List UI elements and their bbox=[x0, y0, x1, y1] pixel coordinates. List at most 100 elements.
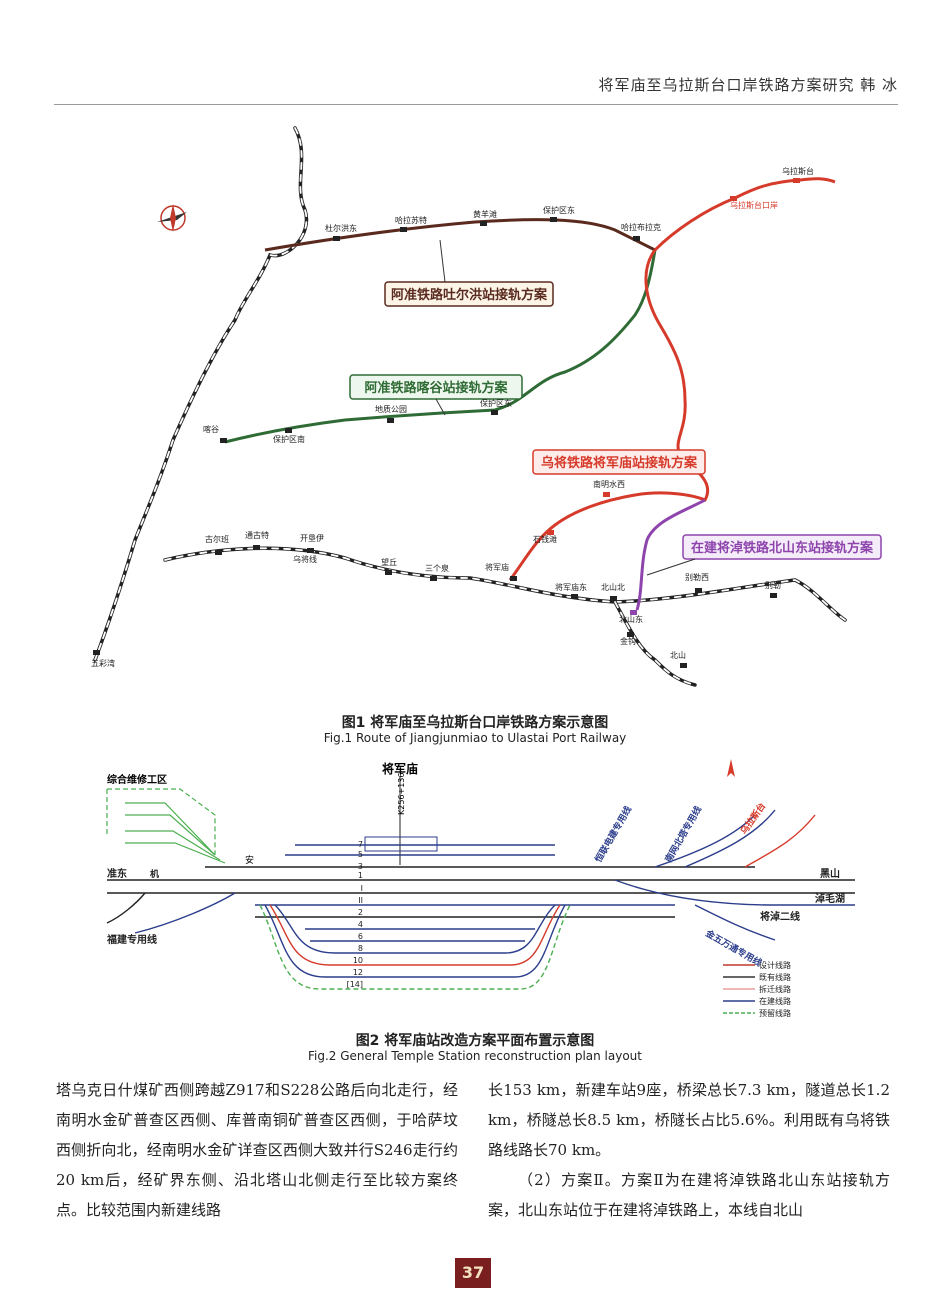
station-marker: 别勒 bbox=[765, 580, 781, 598]
label-east-upper: 黑山 bbox=[820, 867, 840, 880]
svg-text:5: 5 bbox=[358, 850, 363, 859]
svg-text:拆迁线路: 拆迁线路 bbox=[759, 984, 791, 994]
svg-text:将军庙东: 将军庙东 bbox=[555, 582, 587, 592]
station-marker: 南明水西 bbox=[593, 479, 625, 497]
svg-text:II: II bbox=[358, 896, 363, 905]
svg-text:保护区东: 保护区东 bbox=[480, 398, 512, 408]
station-marker: 乌拉斯台口岸 bbox=[730, 196, 778, 210]
svg-text:阿准铁路吐尔洪站接轨方案: 阿准铁路吐尔洪站接轨方案 bbox=[391, 287, 548, 303]
svg-text:望丘: 望丘 bbox=[381, 557, 397, 567]
figure-2-caption-cn: 图2 将军庙站改造方案平面布置示意图 bbox=[355, 1033, 595, 1049]
station-marker: 北山 bbox=[670, 650, 687, 668]
svg-text:保护区东: 保护区东 bbox=[543, 205, 575, 215]
purple-route-line bbox=[635, 498, 706, 611]
label-ji: 机 bbox=[150, 868, 159, 880]
svg-text:别勒西: 别勒西 bbox=[685, 572, 709, 582]
figure-2-caption-en: Fig.2 General Temple Station reconstruct… bbox=[308, 1049, 642, 1063]
north-arrow-icon bbox=[157, 204, 187, 232]
svg-text:1: 1 bbox=[358, 871, 363, 880]
station-marker: 石钱滩 bbox=[533, 530, 557, 544]
label-line-east: 将淖二线 bbox=[760, 910, 800, 923]
svg-text:2: 2 bbox=[358, 908, 363, 917]
station-layout-svg: 将军庙 K256+136 综合维修工区 安 bbox=[106, 759, 855, 1018]
svg-text:喀谷: 喀谷 bbox=[203, 424, 219, 434]
station-marker: 三个泉 bbox=[425, 563, 449, 581]
legend: 设计线路 既有线路 拆迁线路 在建线路 预留线路 bbox=[723, 960, 791, 1018]
svg-text:4: 4 bbox=[358, 920, 363, 929]
svg-text:地质公园: 地质公园 bbox=[375, 404, 407, 414]
station-name: 将军庙 bbox=[382, 761, 418, 776]
spur-label: 恒联电建专用线 bbox=[592, 804, 634, 865]
station-marker: 喀谷 bbox=[203, 424, 227, 443]
station-marker: 保护区南 bbox=[273, 428, 305, 444]
station-marker: 古尔班 bbox=[205, 534, 229, 555]
station-marker: 保护区东 bbox=[543, 205, 575, 222]
station-marker: 五彩湾 bbox=[91, 650, 115, 668]
svg-text:12: 12 bbox=[353, 968, 363, 977]
body-paragraph: 塔乌克日什煤矿西侧跨越Z917和S228公路后向北走行，经南明水金矿普查区西侧、… bbox=[56, 1081, 458, 1219]
svg-text:设计线路: 设计线路 bbox=[759, 960, 791, 970]
station-marker: 通古特 bbox=[245, 530, 269, 550]
svg-text:综合维修工区: 综合维修工区 bbox=[107, 773, 167, 786]
svg-text:北山东: 北山东 bbox=[619, 614, 643, 624]
station-marker: 哈拉苏特 bbox=[395, 215, 427, 232]
svg-text:乌拉斯台口岸: 乌拉斯台口岸 bbox=[730, 200, 778, 210]
svg-text:在建将淖铁路北山东站接轨方案: 在建将淖铁路北山东站接轨方案 bbox=[691, 540, 874, 556]
svg-text:南明水西: 南明水西 bbox=[593, 479, 625, 489]
label-box-brown: 阿准铁路吐尔洪站接轨方案 bbox=[384, 281, 554, 307]
existing-railway-west bbox=[93, 126, 309, 662]
label-west-lower: 福建专用线 bbox=[106, 933, 157, 946]
page-number: 37 bbox=[455, 1258, 491, 1288]
station-marker: 开垦伊 bbox=[300, 533, 324, 553]
figure-1-caption-cn: 图1 将军庙至乌拉斯台口岸铁路方案示意图 bbox=[341, 715, 609, 731]
svg-text:10: 10 bbox=[353, 956, 363, 965]
svg-text:北山: 北山 bbox=[670, 650, 686, 660]
north-arrow-icon bbox=[727, 759, 735, 777]
svg-text:开垦伊: 开垦伊 bbox=[300, 533, 324, 543]
svg-text:通古特: 通古特 bbox=[245, 530, 269, 540]
station-marker: 地质公园 bbox=[375, 404, 407, 423]
svg-text:在建线路: 在建线路 bbox=[759, 996, 791, 1006]
svg-text:石钱滩: 石钱滩 bbox=[533, 534, 557, 544]
line-label: 乌将线 bbox=[293, 554, 317, 564]
body-column-right: 长153 km，新建车站9座，桥梁总长7.3 km，隧道总长1.2 km，桥隧总… bbox=[488, 1075, 890, 1225]
station-marker: 望丘 bbox=[381, 557, 397, 575]
svg-text:哈拉苏特: 哈拉苏特 bbox=[395, 215, 427, 225]
svg-text:乌拉斯台: 乌拉斯台 bbox=[782, 166, 814, 176]
svg-text:杜尔洪东: 杜尔洪东 bbox=[325, 223, 357, 233]
station-marker: 保护区东 bbox=[480, 398, 512, 415]
brown-route-line bbox=[264, 218, 656, 252]
station-marker: 哈拉布拉克 bbox=[621, 222, 661, 241]
station-marker: 北山东 bbox=[619, 610, 643, 624]
svg-text:3: 3 bbox=[358, 862, 363, 871]
svg-text:乌将铁路将军庙站接轨方案: 乌将铁路将军庙站接轨方案 bbox=[541, 455, 698, 471]
svg-text:安: 安 bbox=[245, 854, 254, 866]
svg-text:金钩: 金钩 bbox=[620, 636, 636, 646]
station-marker: 别勒西 bbox=[685, 572, 709, 593]
svg-text:[14]: [14] bbox=[347, 980, 363, 989]
svg-text:别勒: 别勒 bbox=[765, 580, 781, 590]
svg-text:古尔班: 古尔班 bbox=[205, 534, 229, 544]
label-box-green: 阿准铁路喀谷站接轨方案 bbox=[349, 374, 523, 400]
svg-text:五彩湾: 五彩湾 bbox=[91, 658, 115, 668]
body-column-left: 塔乌克日什煤矿西侧跨越Z917和S228公路后向北走行，经南明水金矿普查区西侧、… bbox=[56, 1075, 458, 1225]
station-marker: 杜尔洪东 bbox=[325, 223, 357, 241]
station-marker: 金钩 bbox=[620, 632, 636, 646]
station-marker: 北山北 bbox=[601, 582, 625, 601]
svg-text:6: 6 bbox=[358, 932, 363, 941]
svg-text:预留线路: 预留线路 bbox=[759, 1008, 791, 1018]
figure-2-station-layout: 将军庙 K256+136 综合维修工区 安 bbox=[55, 755, 900, 1025]
svg-text:哈拉布拉克: 哈拉布拉克 bbox=[621, 222, 661, 232]
station-marker: 乌拉斯台 bbox=[782, 166, 814, 183]
body-paragraph: 长153 km，新建车站9座，桥梁总长7.3 km，隧道总长1.2 km，桥隧总… bbox=[488, 1081, 890, 1159]
station-marker: 黄羊滩 bbox=[473, 209, 497, 226]
svg-text:北山北: 北山北 bbox=[601, 582, 625, 592]
svg-text:将军庙: 将军庙 bbox=[485, 562, 509, 572]
station-marker: 将军庙 bbox=[485, 562, 517, 581]
station-marker: 将军庙东 bbox=[555, 582, 587, 599]
running-header: 将军庙至乌拉斯台口岸铁路方案研究 韩 冰 bbox=[598, 76, 898, 94]
svg-text:8: 8 bbox=[358, 944, 363, 953]
body-paragraph: （2）方案Ⅱ。方案Ⅱ为在建将淖铁路北山东站接轨方案，北山东站位于在建将淖铁路上，… bbox=[488, 1171, 890, 1219]
green-route-line bbox=[224, 249, 657, 444]
label-west-upper: 准东 bbox=[107, 867, 127, 880]
